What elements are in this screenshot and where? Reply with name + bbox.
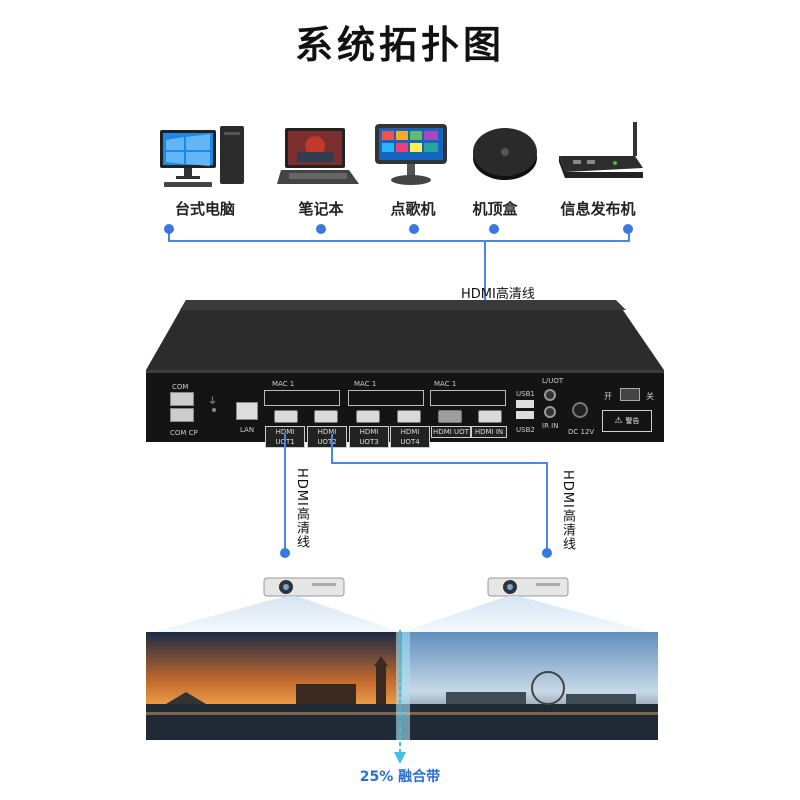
ir-in-label: IR IN [542,422,559,430]
bus-right-curve [628,230,630,242]
connector-dot-laptop [316,224,326,234]
out2-cable-label: HDMI高清线 [560,470,575,551]
set-top-box-icon [470,124,540,184]
out1-cable-label: HDMI高清线 [294,468,309,549]
projected-panorama-image [146,632,658,740]
connector-dot-infoplayer [623,224,633,234]
hdmi-input-cable-label: HDMI高清线 [461,287,535,302]
hdmi-out2-label: HDMI UOT2 [307,426,347,448]
hdmi-input-line [484,241,486,301]
hdmi-out-label: HDMI UOT [431,426,471,438]
lan-label: LAN [240,426,255,434]
mac-label-2: MAC 1 [354,380,377,388]
media-player-box-icon [555,120,645,186]
device-label-laptop: 笔记本 [298,200,344,218]
hdmi-port-out2[interactable] [314,410,338,423]
on-label: 开 [604,392,612,401]
mac-label-3: MAC 1 [434,380,457,388]
device-label-desktop: 台式电脑 [174,200,235,218]
page-title: 系统拓扑图 [294,23,505,67]
power-switch[interactable] [620,388,640,401]
hdmi-port-in[interactable] [478,410,502,423]
audio-jack[interactable] [544,389,556,401]
source-bus-line [170,240,630,242]
com-port-label: COM [172,383,189,391]
out2-cable-dot [542,548,552,558]
hdmi-out3-label: HDMI UOT3 [349,426,389,448]
hdmi-port-out1[interactable] [274,410,298,423]
warning-sticker: ⚠ 警告 [602,410,652,432]
warning-label: 警告 [625,417,640,425]
hdmi-port-out4[interactable] [397,410,421,423]
projector-left-icon [262,574,346,600]
com-cp-label: COM CP [170,429,198,437]
out2-cable-down [546,462,548,552]
warning-icon: ⚠ [614,416,623,426]
com-port-top[interactable] [170,392,194,406]
projector-right-icon [486,574,570,600]
hdmi-port-out3[interactable] [356,410,380,423]
blend-zone-label: 25% 融合带 [359,769,441,785]
connector-dot-karaoke [409,224,419,234]
device-label-settopbox: 机顶盒 [472,200,518,218]
out1-cable-dot [280,548,290,558]
laptop-icon [277,126,361,188]
hdmi-out4-label: HDMI UOT4 [390,426,430,448]
karaoke-machine-icon [373,120,453,188]
luot-label: L/UOT [542,377,564,385]
out2-cable-horizontal [331,462,548,464]
out2-cable-vertical [331,434,333,464]
usb-port-2[interactable] [516,411,534,419]
mac-box-3 [430,390,506,406]
mac-label-1: MAC 1 [272,380,295,388]
usb-port-1[interactable] [516,400,534,408]
reset-hole[interactable] [212,408,216,412]
com-port-bottom[interactable] [170,408,194,422]
hdmi-in-label: HDMI IN [471,426,507,438]
device-label-infoplayer: 信息发布机 [560,200,636,218]
hdmi-port-out[interactable] [438,410,462,423]
out1-cable-vertical [284,434,286,552]
blend-zone-arrow-icon [393,630,407,766]
ir-jack[interactable] [544,406,556,418]
bus-left-curve [168,230,170,242]
lan-port[interactable] [236,402,258,420]
usb2-label: USB2 [516,426,535,434]
connector-dot-desktop [164,224,174,234]
mac-box-2 [348,390,424,406]
usb1-label: USB1 [516,390,535,398]
device-label-karaoke: 点歌机 [390,200,436,218]
dc-power-jack[interactable] [572,402,588,418]
dc-label: DC 12V [568,428,595,436]
projection-beams [146,596,658,636]
connector-dot-settopbox [489,224,499,234]
mac-box-1 [264,390,340,406]
ground-icon: ⏚ [208,397,218,407]
off-label: 关 [646,392,654,401]
desktop-pc-icon [158,124,248,190]
